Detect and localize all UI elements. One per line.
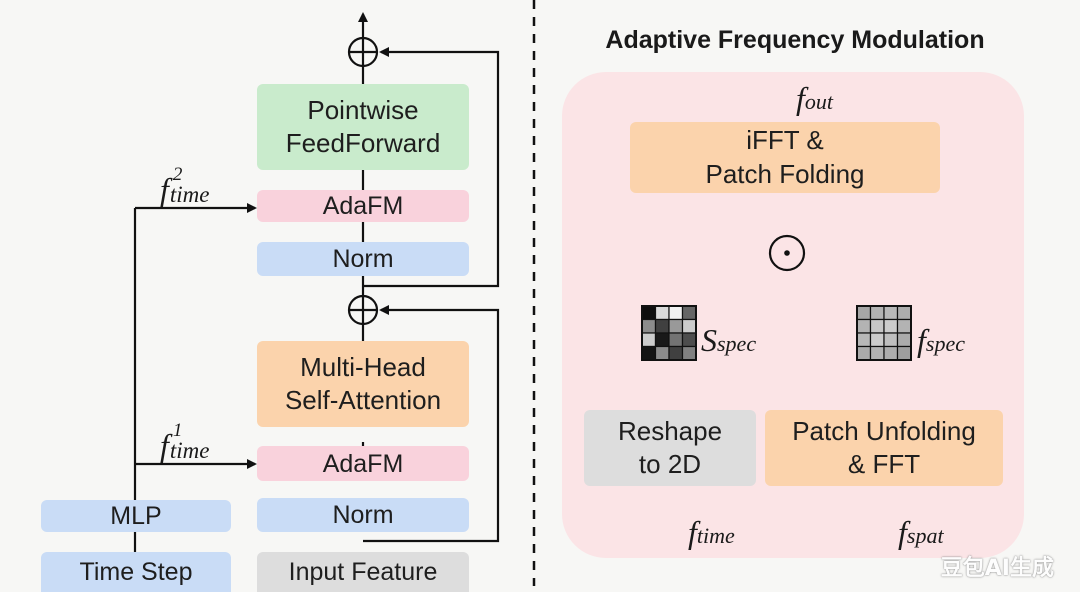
mlp-block: MLP [41,500,231,532]
f-spec-cell [856,345,872,361]
watermark: 豆包AI生成 [940,556,1054,581]
s-spec-grid [641,305,697,361]
f-spec-cell [856,332,872,348]
f-time-label: ftime [688,514,735,550]
s-spec-cell [681,345,697,361]
norm-block-top: Norm [257,242,469,276]
mhsa-line-2: Self-Attention [284,385,442,415]
add-node-bottom [347,294,379,326]
ifft-patch-folding-block: iFFT & Patch Folding [630,122,940,193]
patch-unfolding-fft-block: Patch Unfolding & FFT [765,410,1003,486]
s-spec-cell [681,332,697,348]
f-spec-grid [856,305,912,361]
reshape-line-2: to 2D [638,449,702,479]
f-spat-label: fspat [898,514,944,550]
afm-title: Adaptive Frequency Modulation [605,26,985,54]
multi-head-self-attention-block: Multi-Head Self-Attention [257,341,469,427]
s-spec-cell [654,318,670,334]
unfold-line-2: & FFT [847,449,921,479]
s-spec-cell [668,345,684,361]
f-spec-cell [896,305,912,321]
s-spec-cell [681,305,697,321]
ffn-line-2: FeedForward [285,128,441,158]
s-spec-cell [668,318,684,334]
f-spec-cell [869,318,885,334]
ffn-line-1: Pointwise [307,94,419,125]
unfold-line-1: Patch Unfolding [792,415,976,446]
s-spec-cell [654,305,670,321]
f-spec-cell [896,345,912,361]
f-spec-cell [856,305,872,321]
s-spec-cell [681,318,697,334]
f-spec-cell [883,345,899,361]
s-spec-label: Sspec [701,322,757,358]
s-spec-frame [641,305,697,361]
s-spec-cell [641,305,657,321]
add-node-top [347,36,379,68]
f-spec-cell [883,332,899,348]
f-spec-cell [869,345,885,361]
f-spec-cell [883,305,899,321]
pointwise-feedforward-block: Pointwise FeedForward [257,84,469,170]
reshape-line-1: Reshape [617,415,723,446]
s-spec-cell [654,332,670,348]
adafm-block-top: AdaFM [257,190,469,222]
f-spec-frame [856,305,912,361]
ifft-line-1: iFFT & [746,125,824,156]
time-step-block: Time Step [41,552,231,592]
multiply-node [768,234,806,272]
f-spec-cell [896,332,912,348]
input-feature-block: Input Feature [257,552,469,592]
f-time-2-label: f 2 time [160,164,210,208]
f-spec-cell [869,305,885,321]
reshape-to-2d-block: Reshape to 2D [584,410,756,486]
s-spec-cell [668,305,684,321]
s-spec-cell [668,332,684,348]
mhsa-line-1: Multi-Head [300,351,426,382]
norm-block-bottom: Norm [257,498,469,532]
f-spec-cell [856,318,872,334]
s-spec-cell [641,345,657,361]
s-spec-cell [641,318,657,334]
f-time-1-label: f 1 time [160,420,210,464]
s-spec-cell [654,345,670,361]
f-spec-label: fspec [917,322,965,358]
ifft-line-2: Patch Folding [705,158,865,189]
f-spec-cell [883,318,899,334]
f-spec-cell [869,332,885,348]
s-spec-cell [641,332,657,348]
f-spec-cell [896,318,912,334]
adafm-block-bottom: AdaFM [257,446,469,481]
f-out-label: fout [796,80,834,116]
